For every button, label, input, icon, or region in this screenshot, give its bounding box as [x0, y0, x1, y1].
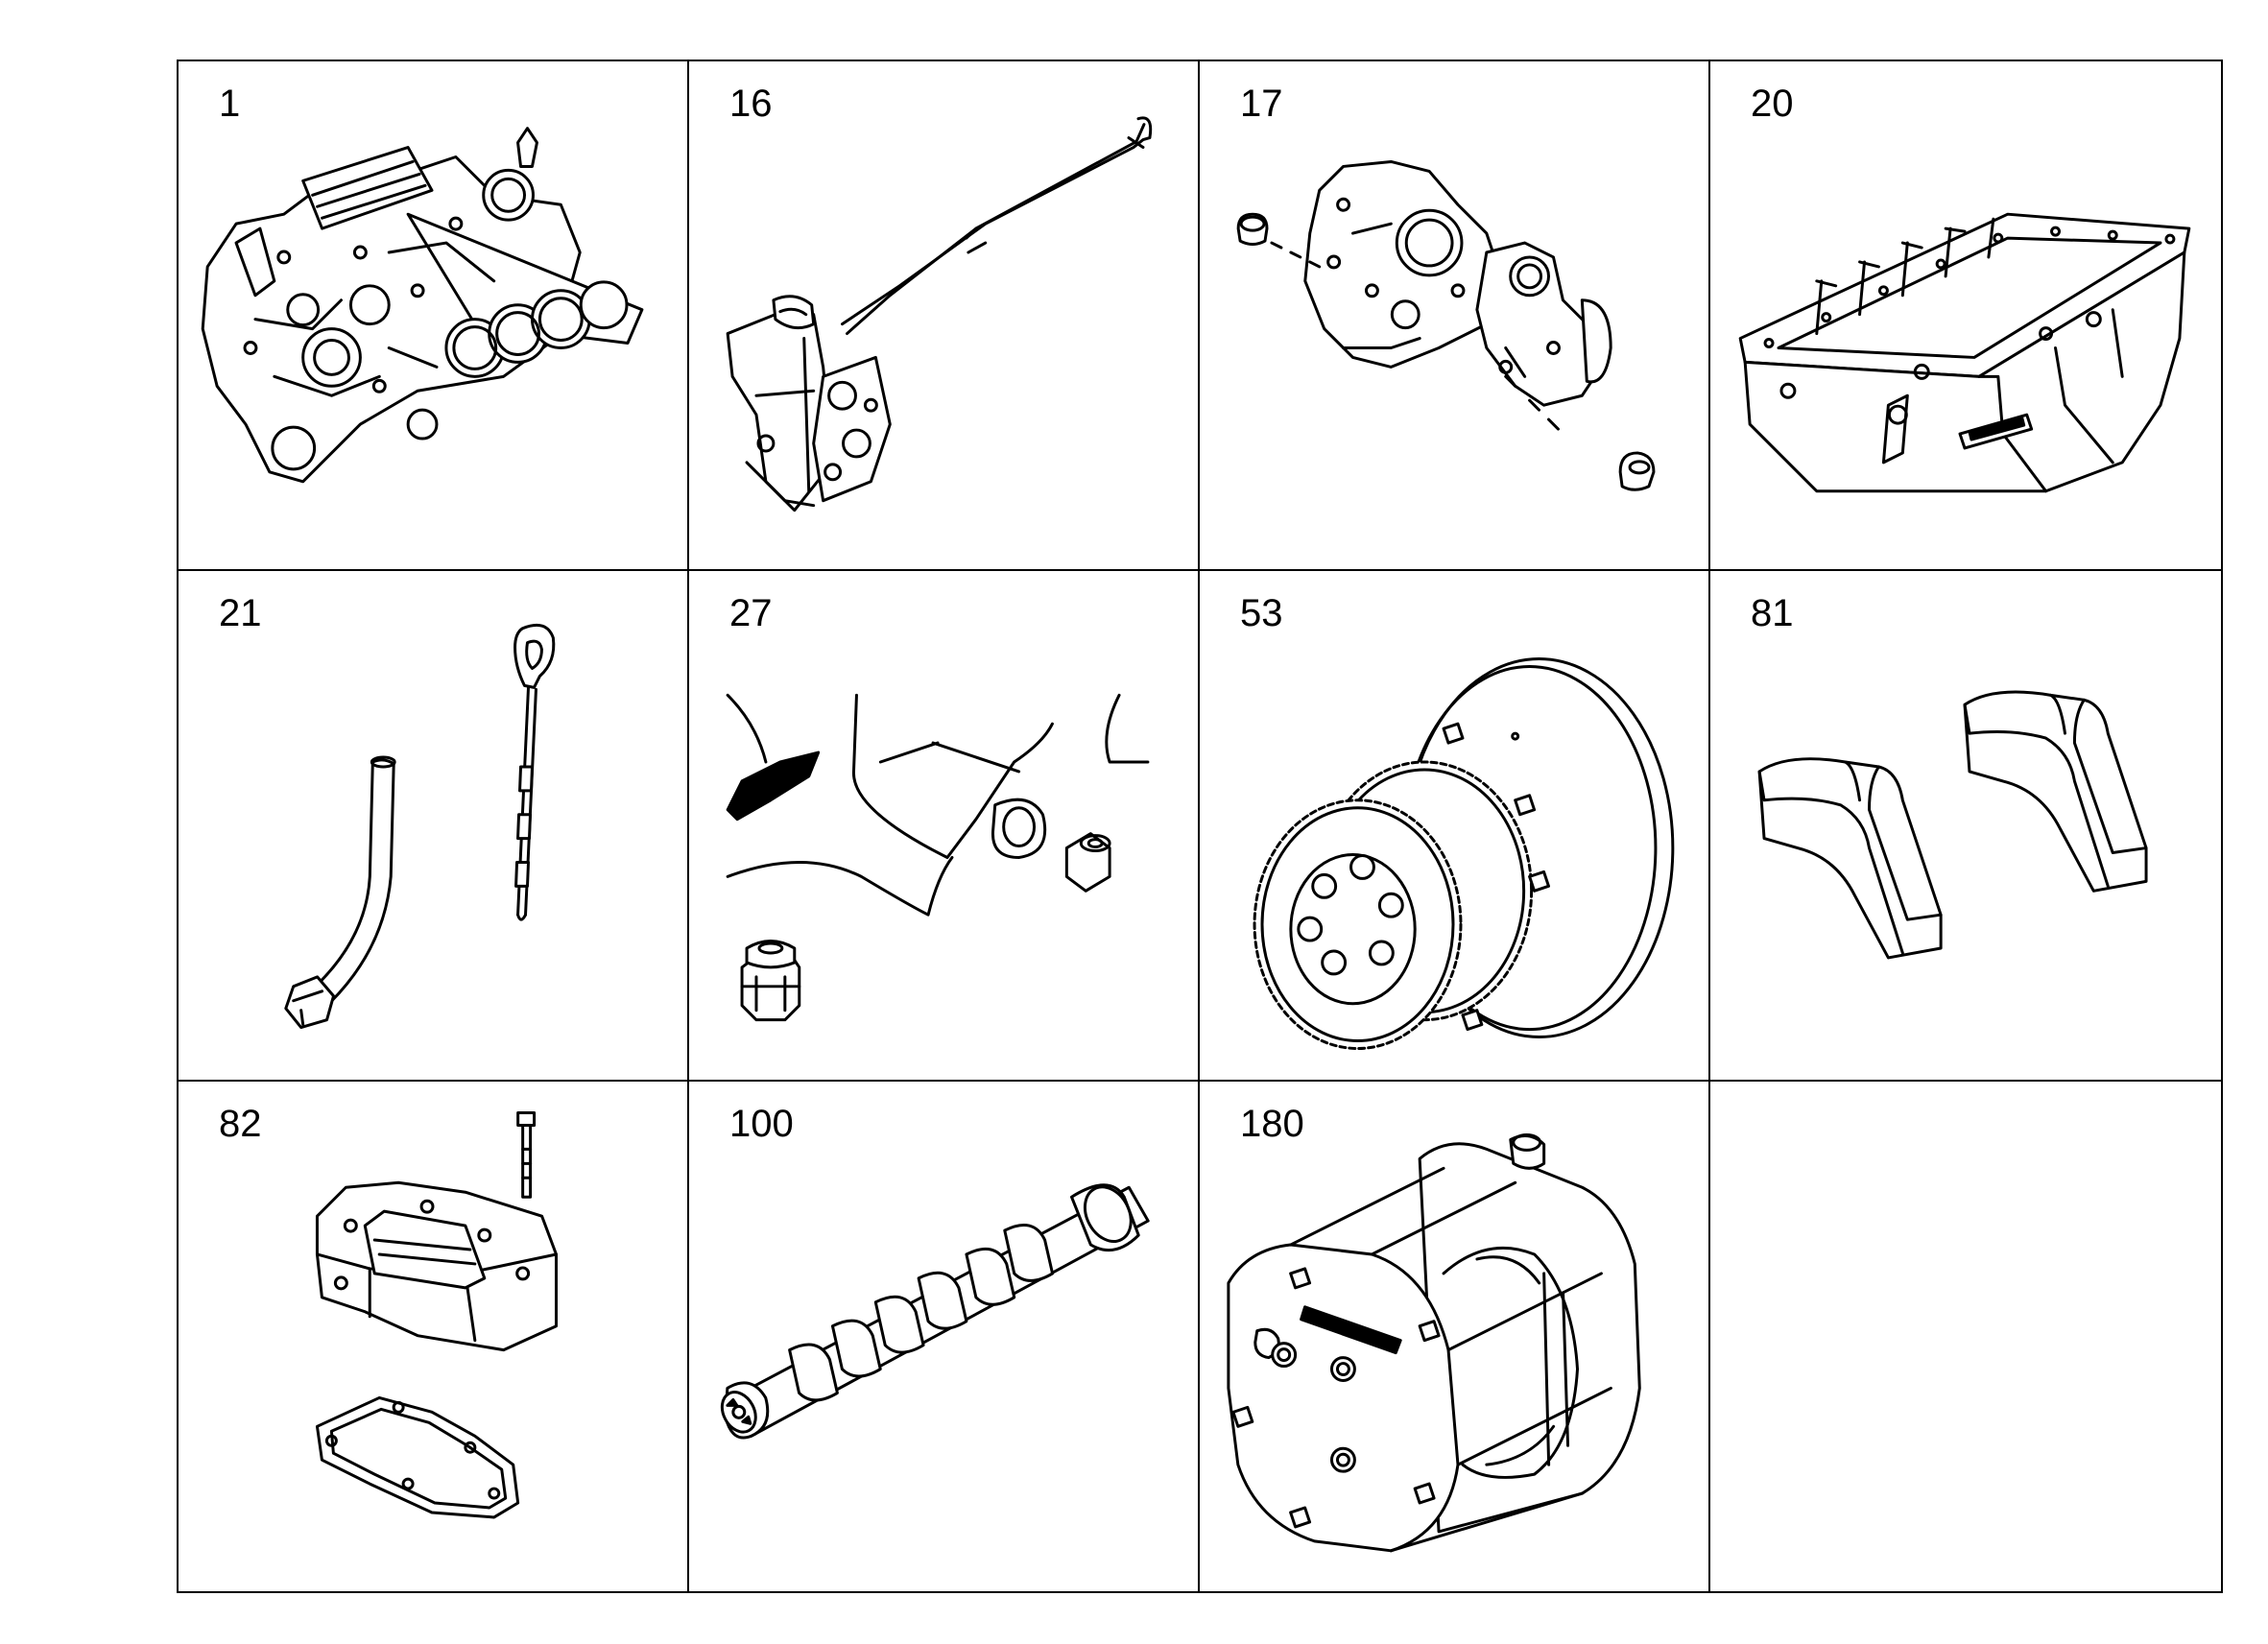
drain-plug-icon	[726, 694, 1150, 1022]
dipstick-icon	[284, 624, 556, 1030]
vibration-damper-icon	[1227, 1132, 1641, 1552]
part-cell-27[interactable]: 27	[689, 571, 1200, 1082]
empty-cell	[1710, 1082, 2221, 1591]
oil-pan-icon	[1738, 212, 2191, 493]
part-number: 20	[1751, 83, 1794, 125]
part-number: 27	[729, 592, 773, 635]
flywheel-gear-icon	[1253, 657, 1675, 1051]
parts-grid: 1 16	[177, 60, 2223, 1593]
oil-filter-pipe-icon	[726, 116, 1153, 512]
part-number: 17	[1240, 83, 1283, 125]
part-cell-16[interactable]: 16	[689, 61, 1200, 572]
part-number: 82	[219, 1102, 262, 1145]
part-cell-17[interactable]: 17	[1200, 61, 1710, 572]
part-cell-180[interactable]: 180	[1200, 1081, 1710, 1591]
valve-cover-icon	[315, 1110, 559, 1519]
part-cell-20[interactable]: 20	[1710, 61, 2221, 572]
engine-block-icon	[201, 127, 644, 484]
part-cell-53[interactable]: 53	[1200, 571, 1710, 1082]
part-number: 81	[1751, 592, 1794, 635]
part-number: 16	[729, 83, 773, 125]
part-number: 53	[1240, 592, 1283, 635]
part-cell-21[interactable]: 21	[179, 571, 689, 1082]
camshaft-icon	[720, 1183, 1150, 1440]
part-number: 180	[1240, 1102, 1304, 1145]
part-cell-1[interactable]: 1	[179, 61, 689, 572]
bearing-cap-icon	[1757, 690, 2148, 960]
part-cell-100[interactable]: 100	[689, 1081, 1200, 1591]
part-number: 1	[219, 83, 241, 125]
part-number: 21	[219, 592, 262, 635]
timing-case-icon	[1236, 159, 1656, 491]
part-cell-81[interactable]: 81	[1710, 571, 2221, 1082]
part-cell-82[interactable]: 82	[179, 1081, 689, 1591]
part-number: 100	[729, 1102, 794, 1145]
